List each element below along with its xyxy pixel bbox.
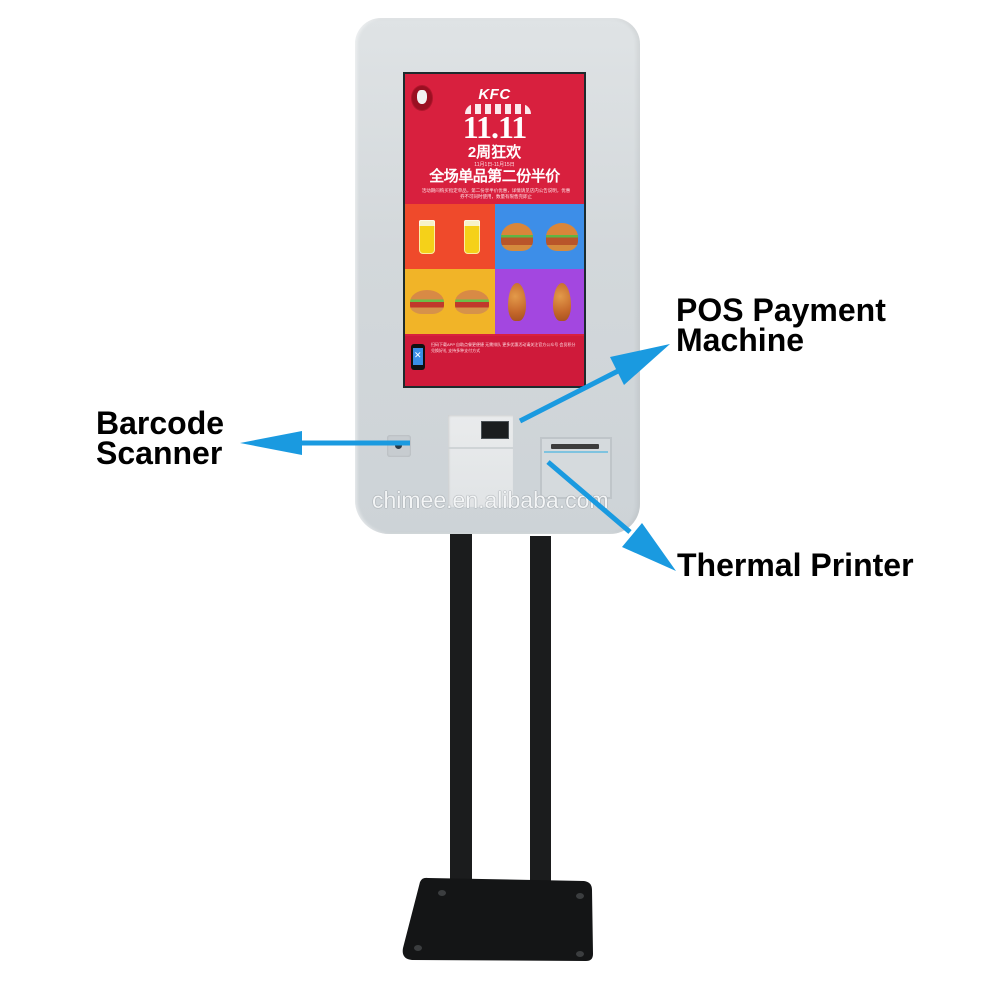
promo-date: 11.11 (462, 109, 527, 145)
label-pos-line1: POS Payment (676, 292, 886, 328)
bolt-icon (576, 951, 584, 957)
bolt-icon (438, 890, 446, 896)
arrow-barcode-icon (240, 431, 410, 455)
arrow-pos-icon (518, 344, 670, 424)
receipt-slot[interactable] (551, 444, 599, 449)
label-barcode-scanner: Barcode Scanner (96, 405, 225, 471)
burger-icon (500, 222, 533, 251)
label-pos-payment: POS Payment Machine (676, 292, 886, 358)
promo-week-line: 2周狂欢 (467, 144, 522, 161)
stand-pole-left (450, 534, 472, 914)
menu-tile-chicken[interactable] (494, 269, 584, 334)
menu-tile-sandwiches[interactable] (405, 269, 495, 334)
label-barcode-line2: Scanner (96, 435, 223, 471)
promo-fine-print: 活动期间购买指定单品，第二份享半价优惠，详情请见店内公告说明，优惠券不可同时使用… (421, 188, 571, 199)
app-download-text: 扫码下载APP 自助点餐更便捷 无需排队 更多优惠活动请关注官方公众号 会员积分… (431, 342, 576, 353)
tent-canopy-icon (465, 104, 531, 114)
watermark: chimee.en.alibaba.com (372, 487, 609, 513)
bolt-icon (414, 945, 422, 951)
pos-ledge (448, 447, 513, 449)
phone-icon (411, 344, 425, 370)
drumstick-icon (507, 282, 526, 321)
label-printer-line1: Thermal Printer (677, 547, 914, 583)
label-barcode-line1: Barcode (96, 405, 225, 441)
printer-indicator-bar (544, 451, 608, 453)
menu-tile-drinks[interactable] (405, 204, 495, 269)
alipay-icon (413, 348, 423, 365)
label-thermal-printer: Thermal Printer (677, 547, 914, 583)
arrow-printer-icon (546, 460, 676, 571)
sandwich-icon (455, 289, 490, 314)
touch-screen[interactable]: KFC 11.11 2周狂欢 11月1日-11月15日 全场单品第二份半价 活动… (403, 72, 586, 388)
pos-display (481, 421, 509, 439)
drink-icon (419, 219, 436, 254)
promo-headline: 全场单品第二份半价 (429, 168, 560, 185)
drumstick-icon (552, 282, 571, 321)
app-download-band: 扫码下载APP 自助点餐更便捷 无需排队 更多优惠活动请关注官方公众号 会员积分… (405, 336, 584, 386)
menu-grid (405, 204, 584, 334)
colonel-logo-icon (412, 86, 432, 110)
drink-icon (464, 219, 481, 254)
label-pos-line2: Machine (676, 322, 805, 358)
brand-title: KFC (478, 86, 511, 103)
menu-tile-burgers[interactable] (494, 204, 584, 269)
pos-payment-machine[interactable] (448, 415, 513, 507)
stand-pole-right (530, 536, 551, 916)
bolt-icon (576, 893, 584, 899)
base-plate (402, 877, 593, 961)
sandwich-icon (410, 289, 445, 314)
promo-date-range: 11月1日-11月15日 (474, 162, 515, 168)
burger-icon (545, 222, 578, 251)
